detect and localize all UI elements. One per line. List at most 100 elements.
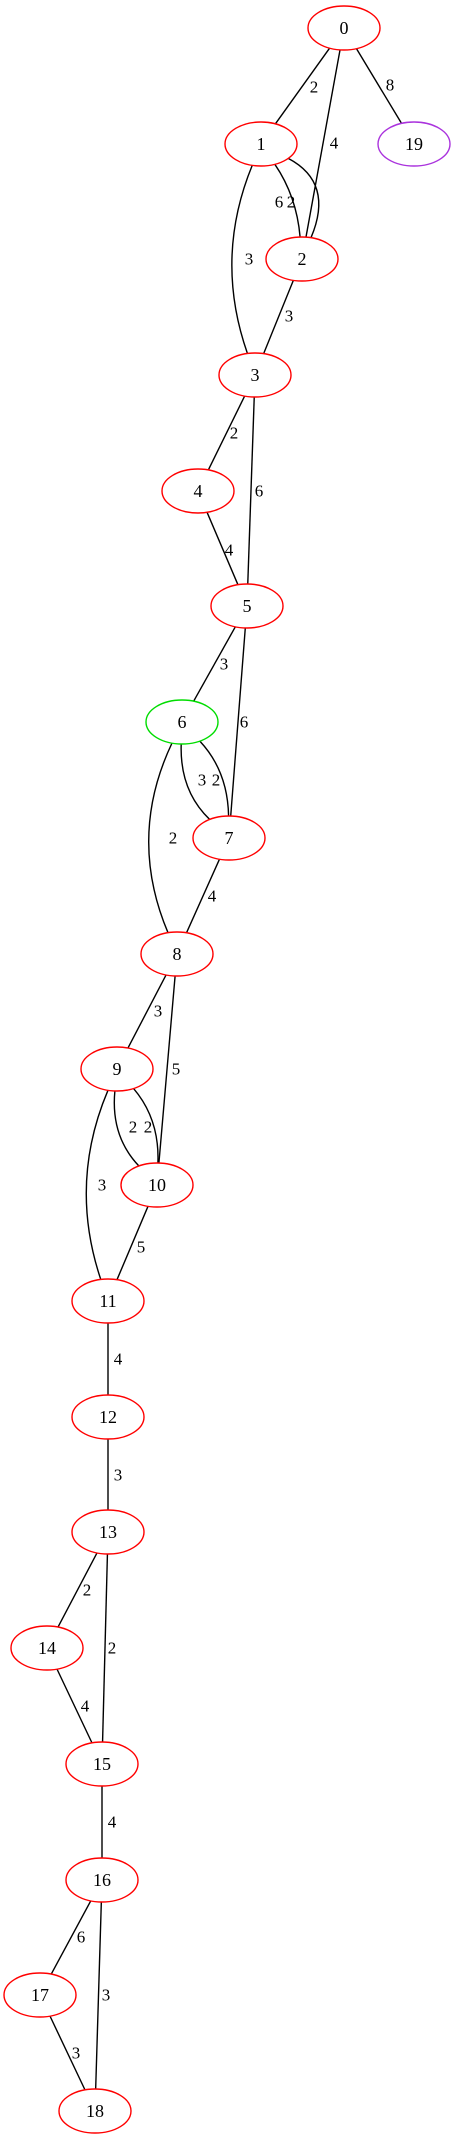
node-label: 9 [113, 1059, 122, 1079]
edge-line [50, 1900, 92, 1975]
node-ellipse [307, 5, 381, 51]
node-13: 13 [71, 1509, 145, 1555]
edge-11-12: 4 [107, 1323, 123, 1395]
node-ellipse [224, 121, 298, 167]
node-label: 4 [194, 481, 203, 501]
edge-weight-label: 3 [114, 1466, 123, 1485]
edge-weight-label: 3 [154, 1002, 163, 1021]
edge-weight-label: 4 [108, 1813, 117, 1832]
node-3: 3 [218, 352, 292, 398]
edge-weight-label: 6 [77, 1928, 86, 1947]
edge-line [199, 740, 230, 817]
node-label: 10 [148, 1175, 166, 1195]
edge-weight-label: 2 [212, 771, 221, 790]
edge-line [49, 2015, 86, 2091]
edge-line [274, 47, 331, 125]
node-label: 19 [405, 134, 423, 154]
edge-weight-label: 2 [129, 1118, 138, 1137]
edge-weight-label: 2 [169, 829, 178, 848]
edge-line [305, 49, 341, 238]
node-label: 17 [31, 1985, 49, 2005]
node-label: 12 [99, 1407, 117, 1427]
edge-line [148, 742, 173, 933]
edge-16-18: 3 [94, 1901, 111, 2090]
node-ellipse [71, 1278, 145, 1324]
edge-weight-label: 5 [172, 1060, 181, 1079]
node-label: 11 [99, 1291, 116, 1311]
edge-6-7: 3 [180, 743, 211, 820]
edge-line [247, 396, 255, 585]
edge-line [355, 48, 403, 124]
edge-weight-label: 2 [108, 1639, 117, 1658]
node-ellipse [80, 1046, 154, 1092]
edge-weight-label: 2 [310, 78, 319, 97]
node-label: 18 [86, 2101, 104, 2121]
node-1: 1 [224, 121, 298, 167]
edge-16-17: 6 [50, 1900, 92, 1975]
node-label: 1 [257, 134, 266, 154]
edge-0-19: 8 [355, 48, 403, 124]
edge-line [133, 1088, 159, 1164]
edge-weight-label: 5 [137, 1238, 146, 1257]
edge-5-6: 3 [193, 626, 236, 702]
edge-0-2: 4 [305, 49, 341, 238]
edge-3-5: 6 [247, 396, 264, 585]
edge-weight-label: 3 [245, 250, 254, 269]
node-label: 2 [298, 249, 307, 269]
node-5: 5 [210, 583, 284, 629]
node-9: 9 [80, 1046, 154, 1092]
edge-line [94, 1901, 103, 2090]
edge-weight-label: 3 [72, 2044, 81, 2063]
edge-17-18: 3 [49, 2015, 86, 2091]
node-ellipse [65, 1741, 139, 1787]
node-15: 15 [65, 1741, 139, 1787]
node-18: 18 [58, 2088, 132, 2134]
edge-line [263, 280, 294, 354]
node-ellipse [65, 1857, 139, 1903]
edge-line [127, 974, 167, 1049]
edge-line [101, 1553, 109, 1743]
edge-3-4: 2 [207, 395, 246, 471]
edge-1-3: 3 [231, 165, 254, 354]
node-label: 3 [251, 365, 260, 385]
edge-weight-label: 2 [230, 424, 239, 443]
edge-8-10: 5 [158, 975, 181, 1164]
node-label: 8 [173, 944, 182, 964]
edge-line [206, 512, 239, 585]
edge-line [185, 858, 221, 934]
edge-6-7: 2 [199, 740, 230, 817]
edge-weight-label: 3 [102, 1986, 111, 2005]
edge-9-10: 2 [133, 1088, 159, 1164]
edge-13-15: 2 [101, 1553, 117, 1743]
node-4: 4 [161, 468, 235, 514]
edge-9-10: 2 [113, 1090, 140, 1167]
node-label: 5 [243, 596, 252, 616]
node-ellipse [377, 121, 451, 167]
node-14: 14 [10, 1625, 84, 1671]
edge-weight-label: 2 [287, 193, 296, 212]
node-12: 12 [71, 1394, 145, 1440]
edge-line [180, 743, 211, 820]
node-16: 16 [65, 1857, 139, 1903]
edge-line [231, 165, 253, 354]
edge-5-7: 6 [230, 627, 248, 817]
edge-line [116, 1206, 149, 1280]
node-19: 19 [377, 121, 451, 167]
edge-10-11: 5 [116, 1206, 149, 1280]
edge-1-2: 6 [275, 157, 320, 238]
node-ellipse [218, 352, 292, 398]
node-label: 6 [178, 712, 187, 732]
node-8: 8 [140, 931, 214, 977]
node-label: 13 [99, 1522, 117, 1542]
edge-13-14: 2 [57, 1552, 98, 1628]
edge-weight-label: 6 [255, 482, 264, 501]
node-6: 6 [145, 699, 219, 745]
edge-6-8: 2 [148, 742, 178, 933]
node-ellipse [265, 236, 339, 282]
edge-line [158, 975, 176, 1164]
node-label: 15 [93, 1754, 111, 1774]
node-ellipse [192, 815, 266, 861]
edge-line [230, 627, 246, 817]
edge-9-11: 3 [85, 1090, 109, 1280]
